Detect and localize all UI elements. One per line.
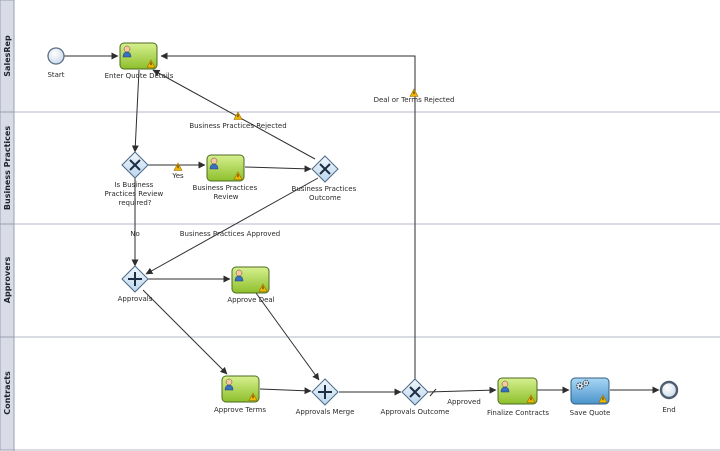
- gateway-business-practices-outcome[interactable]: Business Practices Outcome: [292, 155, 359, 202]
- exclusive-gateway-icon: [409, 386, 421, 398]
- warning-icon: [248, 392, 258, 401]
- flow-label-deal-or-terms-rejected: Deal or Terms Rejected: [374, 96, 455, 104]
- task-label: Business Practices Review: [193, 184, 260, 201]
- flow-label-approved: Approved: [447, 398, 481, 406]
- gateway-label: Business Practices Outcome: [292, 185, 359, 202]
- warning-icon: [233, 171, 243, 180]
- start-label: Start: [47, 71, 64, 79]
- lane-label-business-practices: Business Practices: [3, 126, 12, 210]
- gateway-approvals[interactable]: Approvals: [118, 265, 153, 303]
- lane-label-approvers: Approvers: [3, 257, 12, 304]
- flow-label-no: No: [130, 230, 140, 238]
- task-label: Finalize Contracts: [487, 409, 549, 417]
- flow-warnings: [173, 88, 419, 171]
- flow-approved[interactable]: [427, 386, 497, 394]
- task-approve-terms[interactable]: Approve Terms: [214, 375, 266, 414]
- task-label: Save Quote: [570, 409, 611, 417]
- flow-approvals-to-approve-terms[interactable]: [142, 289, 228, 375]
- flow-approve-deal-to-merge[interactable]: [255, 292, 320, 381]
- gateway-label: Is Business Practices Review required?: [104, 181, 165, 207]
- user-task-icon: [209, 157, 219, 170]
- gateway-approvals-outcome[interactable]: Approvals Outcome: [381, 378, 450, 416]
- flow-deal-or-terms-rejected[interactable]: [160, 52, 416, 379]
- task-save-quote[interactable]: Save Quote: [570, 377, 611, 417]
- gateway-label: Approvals Merge: [296, 408, 355, 416]
- flow-review-to-outcome[interactable]: [244, 165, 312, 173]
- flow-label-business-practices-approved: Business Practices Approved: [180, 230, 281, 238]
- start-event[interactable]: Start: [47, 47, 65, 79]
- user-task-icon: [500, 380, 510, 393]
- end-event[interactable]: End: [659, 380, 679, 414]
- user-task-icon: [224, 378, 234, 391]
- warning-icon: [233, 111, 243, 120]
- task-approve-deal[interactable]: Approve Deal: [227, 266, 275, 304]
- warning-icon: [146, 59, 156, 68]
- task-label: Approve Terms: [214, 406, 266, 414]
- user-task-icon: [234, 269, 244, 282]
- task-enter-quote-details[interactable]: Enter Quote Details: [105, 42, 174, 80]
- flow-business-practices-rejected[interactable]: [152, 69, 316, 160]
- default-flow-marker: [429, 388, 437, 397]
- warning-icon: [526, 394, 536, 403]
- flow-business-practices-approved[interactable]: [145, 177, 319, 275]
- task-label: Approve Deal: [227, 296, 274, 304]
- parallel-gateway-icon: [128, 272, 142, 286]
- task-finalize-contracts[interactable]: Finalize Contracts: [487, 377, 549, 417]
- flow-labels: Yes No Business Practices Rejected Busin…: [130, 96, 481, 406]
- gateway-label: Approvals Outcome: [381, 408, 450, 416]
- task-label: Enter Quote Details: [105, 72, 174, 80]
- warning-icon: [173, 162, 183, 171]
- warning-icon: [409, 88, 419, 97]
- flow-approve-terms-to-merge[interactable]: [259, 387, 312, 395]
- task-business-practices-review[interactable]: Business Practices Review: [193, 154, 260, 201]
- user-task-icon: [122, 45, 132, 58]
- gateway-approvals-merge[interactable]: Approvals Merge: [296, 378, 355, 416]
- flow-enter-quote-to-review-gateway[interactable]: [131, 69, 140, 153]
- flow-label-business-practices-rejected: Business Practices Rejected: [189, 122, 286, 130]
- warning-icon: [258, 283, 268, 292]
- warning-icon: [598, 394, 608, 403]
- sequence-flows: [64, 52, 660, 397]
- lane-label-contracts: Contracts: [3, 371, 12, 415]
- gateway-label: Approvals: [118, 295, 153, 303]
- gear-icon: [576, 379, 590, 390]
- gateway-review-required[interactable]: Is Business Practices Review required?: [104, 151, 165, 207]
- lane-label-salesrep: SalesRep: [3, 35, 12, 77]
- flow-label-yes: Yes: [171, 172, 184, 180]
- parallel-gateway-icon: [318, 385, 332, 399]
- exclusive-gateway-icon: [319, 163, 331, 175]
- exclusive-gateway-icon: [129, 159, 141, 171]
- end-label: End: [662, 406, 675, 414]
